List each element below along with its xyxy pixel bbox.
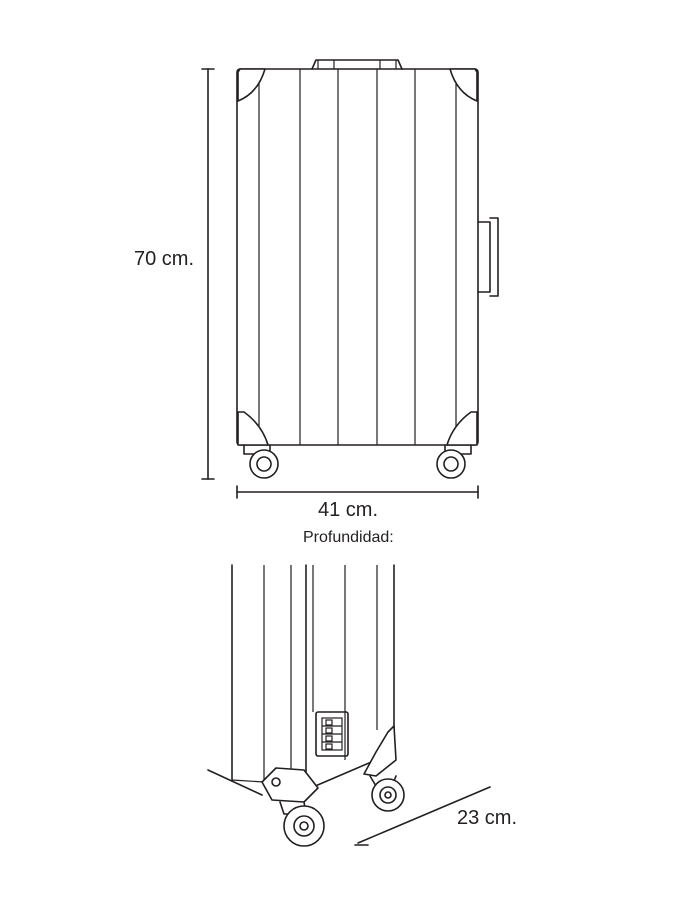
side-wheel-back (369, 775, 405, 812)
side-handle-icon (477, 217, 499, 297)
height-label: 70 cm. (134, 248, 195, 270)
front-wheel-right (436, 444, 472, 479)
width-dimension-line (236, 485, 479, 499)
corner-guards (237, 68, 478, 446)
suitcase-front-view (236, 59, 499, 479)
height-dimension-line (201, 68, 215, 480)
suitcase-ribs (258, 69, 457, 445)
depth-label: 23 cm. (457, 807, 518, 829)
suitcase-body (236, 68, 479, 446)
width-label: 41 cm. (318, 499, 379, 521)
top-handle-icon (311, 59, 403, 70)
side-wheel-front (261, 767, 325, 847)
suitcase-side-view (207, 564, 405, 847)
depth-section-title: Profundidad: (303, 529, 394, 546)
front-wheel-left (243, 444, 279, 479)
depth-dimension-line (354, 786, 491, 846)
side-corner-guard (363, 725, 397, 777)
combination-lock-icon (315, 711, 349, 757)
